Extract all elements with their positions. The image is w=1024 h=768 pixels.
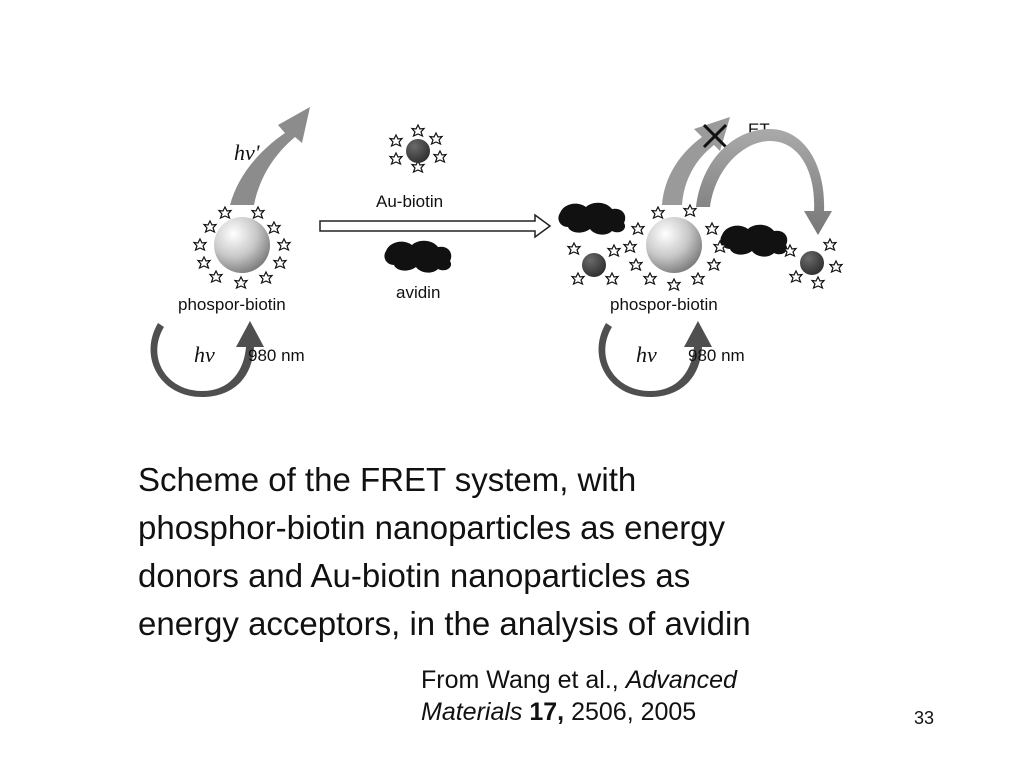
au-biotin-label: Au-biotin xyxy=(376,192,443,211)
journal-name-part2: Materials xyxy=(421,698,523,726)
fret-scheme-diagram: hν' phospor-biotin hν 980 nm xyxy=(150,95,870,400)
avidin-label: avidin xyxy=(396,283,440,302)
caption-line: donors and Au-biotin nanoparticles as xyxy=(138,557,691,594)
reaction-arrow xyxy=(319,213,552,239)
caption-line: Scheme of the FRET system, with xyxy=(138,461,637,498)
right-panel: ET xyxy=(558,117,843,397)
blocked-cross-icon xyxy=(702,123,728,149)
avidin-bound-right xyxy=(720,224,788,257)
phosphor-biotin-label-right: phospor-biotin xyxy=(610,295,718,314)
wavelength-label-right: 980 nm xyxy=(688,346,745,365)
reagents: Au-biotin avidin xyxy=(319,124,552,302)
au-biotin-bound-left xyxy=(567,242,621,285)
figure-caption: Scheme of the FRET system, with phosphor… xyxy=(138,456,898,648)
phosphor-nanoparticle-left xyxy=(214,217,270,273)
citation-pages-year: 2506, 2005 xyxy=(571,698,697,726)
caption-line: phosphor-biotin nanoparticles as energy xyxy=(138,509,726,546)
phosphor-nanoparticle-right xyxy=(646,217,702,273)
slide-number: 33 xyxy=(914,708,935,728)
caption-line: energy acceptors, in the analysis of avi… xyxy=(138,605,751,642)
au-biotin-bound-right xyxy=(783,238,843,289)
excitation-label-left: hν xyxy=(194,342,215,367)
emission-arrow xyxy=(230,107,310,205)
phosphor-biotin-label-left: phospor-biotin xyxy=(178,295,286,314)
excitation-arrow-left xyxy=(150,321,264,397)
emission-label: hν' xyxy=(234,140,260,165)
citation: From Wang et al., Advanced Materials 17,… xyxy=(421,664,737,728)
wavelength-label-left: 980 nm xyxy=(248,346,305,365)
left-panel: hν' phospor-biotin hν 980 nm xyxy=(150,107,310,397)
journal-name-part1: Advanced xyxy=(625,666,737,694)
avidin-shape xyxy=(384,240,452,273)
excitation-label-right: hν xyxy=(636,342,657,367)
citation-line-1: From Wang et al., Advanced xyxy=(421,664,737,696)
citation-volume: 17, xyxy=(529,698,565,726)
citation-line-2: Materials 17, 2506, 2005 xyxy=(421,696,737,728)
au-biotin-particle xyxy=(389,124,447,173)
citation-prefix: From Wang et al., xyxy=(421,666,626,694)
energy-transfer-arrow xyxy=(696,129,832,235)
excitation-arrow-right xyxy=(598,321,712,397)
avidin-bound-left xyxy=(558,202,626,235)
